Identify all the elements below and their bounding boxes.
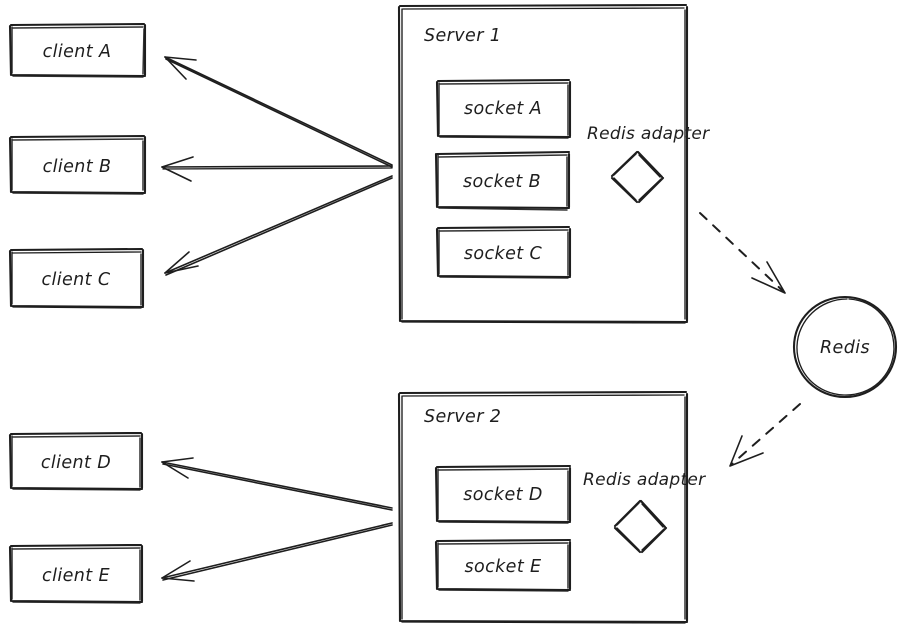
client-a-box-sketch bbox=[11, 26, 145, 78]
redis-adapter-2-label: Redis adapter bbox=[583, 470, 706, 490]
clients-group: client A client B client C client D bbox=[8, 22, 147, 604]
redis-adapter-1-diamond-sketch bbox=[613, 153, 662, 201]
client-c-node[interactable]: client C bbox=[8, 247, 145, 309]
arrow-server1-adapter-to-redis[interactable] bbox=[699, 212, 786, 294]
arrow-line-sketch bbox=[162, 167, 393, 170]
arrow-line bbox=[164, 56, 393, 166]
server1-client-arrows bbox=[161, 56, 393, 276]
client-b-label: client B bbox=[43, 157, 112, 177]
socket-a-node[interactable]: socket A bbox=[435, 78, 572, 139]
redis-adapter-1-label: Redis adapter bbox=[587, 124, 710, 144]
arrow-redis-to-server2-adapter[interactable] bbox=[729, 403, 801, 467]
dashed-arrow-line bbox=[731, 403, 801, 465]
socket-a-box bbox=[435, 78, 572, 139]
client-a-box bbox=[8, 22, 147, 78]
socket-d-node[interactable]: socket D bbox=[434, 464, 572, 524]
server-2-label: Server 2 bbox=[424, 407, 501, 427]
server-1-box bbox=[397, 3, 689, 324]
socket-c-box-sketch bbox=[438, 229, 569, 279]
socket-b-node[interactable]: socket B bbox=[434, 150, 571, 211]
socket-b-box-sketch bbox=[437, 154, 568, 211]
server-2-node[interactable]: Server 2 socket D socket E Redis adapter bbox=[397, 390, 706, 624]
dashed-arrow-head bbox=[729, 435, 764, 467]
socket-e-node[interactable]: socket E bbox=[434, 538, 572, 592]
arrow-line bbox=[164, 175, 393, 274]
client-a-node[interactable]: client A bbox=[8, 22, 147, 78]
client-b-box bbox=[8, 134, 147, 195]
socket-d-label: socket D bbox=[463, 485, 542, 505]
client-b-node[interactable]: client B bbox=[8, 134, 147, 195]
arrow-line bbox=[161, 461, 393, 509]
socket-c-box bbox=[435, 225, 572, 279]
arrow-line-sketch bbox=[165, 58, 393, 168]
server2-client-arrows bbox=[161, 457, 393, 582]
socket-a-label: socket A bbox=[464, 99, 542, 119]
client-e-box bbox=[8, 543, 144, 604]
socket-c-label: socket C bbox=[464, 244, 543, 264]
client-d-box-sketch bbox=[11, 435, 141, 491]
redis-adapter-2-diamond-sketch bbox=[616, 502, 665, 551]
client-b-box-sketch bbox=[11, 138, 144, 195]
arrow-line bbox=[161, 165, 393, 168]
arrow-server1-to-client-a[interactable] bbox=[164, 56, 393, 168]
redis-adapter-1-diamond-icon bbox=[610, 150, 665, 204]
server-2-box-sketch bbox=[401, 394, 686, 624]
socket-c-node[interactable]: socket C bbox=[435, 225, 572, 279]
arrow-head bbox=[164, 56, 197, 80]
redis-adapter-2-diamond-icon bbox=[613, 499, 668, 554]
arrow-head bbox=[164, 251, 199, 274]
client-c-label: client C bbox=[41, 270, 110, 290]
arrow-server2-to-client-d[interactable] bbox=[161, 457, 393, 511]
server-1-node[interactable]: Server 1 socket A socket B socket C Redi… bbox=[397, 3, 710, 324]
client-d-box bbox=[8, 431, 144, 491]
arrow-head bbox=[161, 156, 194, 182]
redis-pubsub-arrows bbox=[699, 212, 801, 467]
socket-e-box-sketch bbox=[437, 542, 569, 592]
arrow-line-sketch bbox=[162, 463, 393, 511]
redis-label: Redis bbox=[820, 338, 870, 358]
dashed-arrow-line bbox=[699, 212, 785, 293]
arrow-server1-to-client-c[interactable] bbox=[164, 175, 393, 276]
socket-d-box bbox=[434, 464, 572, 524]
arrow-line-sketch bbox=[165, 177, 393, 276]
arrow-server1-to-client-b[interactable] bbox=[161, 156, 393, 182]
client-d-node[interactable]: client D bbox=[8, 431, 144, 491]
client-e-box-sketch bbox=[11, 547, 141, 604]
arrow-server2-to-client-e[interactable] bbox=[161, 522, 393, 582]
client-a-label: client A bbox=[43, 42, 112, 62]
client-e-node[interactable]: client E bbox=[8, 543, 144, 604]
server-2-redis-adapter[interactable]: Redis adapter bbox=[583, 470, 706, 554]
client-e-label: client E bbox=[42, 566, 110, 586]
client-c-box bbox=[8, 247, 145, 309]
socket-d-box-sketch bbox=[437, 468, 569, 524]
server-1-box-sketch bbox=[401, 7, 686, 324]
arrow-head bbox=[161, 457, 194, 479]
server-2-box bbox=[397, 390, 689, 624]
client-c-box-sketch bbox=[11, 251, 142, 309]
redis-circle bbox=[792, 295, 898, 399]
socket-a-box-sketch bbox=[438, 82, 569, 139]
arrow-head bbox=[161, 560, 195, 582]
server-1-label: Server 1 bbox=[424, 26, 501, 46]
socket-b-label: socket B bbox=[463, 172, 541, 192]
redis-datastore-node[interactable]: Redis bbox=[792, 295, 898, 399]
socket-e-box bbox=[434, 538, 572, 592]
arrow-line bbox=[161, 522, 393, 579]
redis-circle-sketch bbox=[796, 298, 895, 396]
dashed-arrow-head bbox=[751, 261, 786, 294]
arrow-line-sketch bbox=[162, 524, 393, 581]
socket-b-box bbox=[434, 150, 571, 210]
client-d-label: client D bbox=[41, 453, 111, 473]
server-1-redis-adapter[interactable]: Redis adapter bbox=[587, 124, 710, 204]
socket-e-label: socket E bbox=[464, 557, 542, 577]
